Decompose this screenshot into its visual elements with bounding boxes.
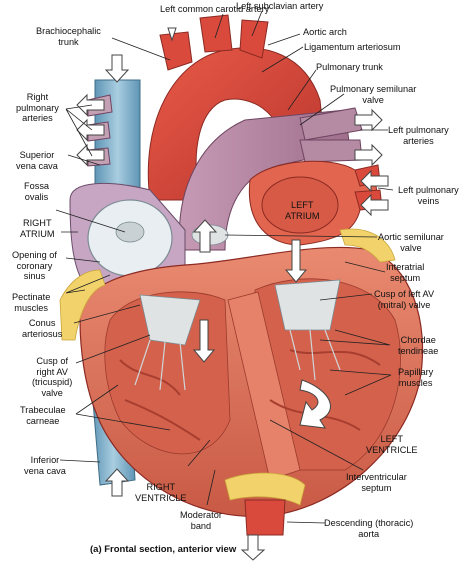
descending-aorta-shape [244, 499, 286, 536]
label-cusp-left-av: Cusp of left AV (mitral) valve [374, 289, 435, 310]
label-interatrial-septum: Interatrial septum [386, 262, 425, 283]
label-left-subclavian-artery: Left subclavian artery [236, 1, 324, 11]
label-left-pulmonary-veins: Left pulmonary veins [398, 185, 459, 206]
figure-caption: (a) Frontal section, anterior view [90, 544, 237, 555]
label-brachiocephalic-trunk: Brachiocephalic trunk [36, 26, 101, 47]
leader-lines [55, 10, 394, 524]
label-chordae-tendineae: Chordae tendineae [398, 335, 439, 356]
label-left-pulmonary-arteries: Left pulmonary arteries [388, 125, 449, 146]
label-aortic-arch: Aortic arch [303, 27, 347, 37]
label-left-ventricle: LEFT VENTRICLE [366, 434, 418, 455]
label-pulmonary-trunk: Pulmonary trunk [316, 62, 383, 72]
label-inferior-vena-cava: Inferior vena cava [24, 455, 66, 476]
label-trabeculae-carneae: Trabeculae carneae [20, 405, 66, 426]
label-cusp-right-av: Cusp of right AV (tricuspid) valve [32, 356, 73, 398]
fat-shape [59, 228, 396, 506]
label-left-common-carotid-artery: Left common carotid artery [160, 4, 270, 14]
label-aortic-semilunar-valve: Aortic semilunar valve [378, 232, 444, 253]
label-opening-coronary-sinus: Opening of coronary sinus [12, 250, 57, 281]
label-pectinate-muscles: Pectinate muscles [12, 292, 51, 313]
label-moderator-band: Moderator band [180, 510, 222, 531]
label-right-ventricle: RIGHT VENTRICLE [135, 482, 187, 503]
aortic-arch-shape [147, 14, 326, 201]
label-right-pulmonary-arteries: Right pulmonary arteries [16, 92, 59, 123]
label-fossa-ovalis: Fossa ovalis [24, 181, 50, 202]
label-descending-aorta: Descending (thoracic) aorta [324, 518, 414, 539]
label-pulmonary-semilunar-valve: Pulmonary semilunar valve [330, 84, 417, 105]
label-right-atrium: RIGHT ATRIUM [20, 218, 55, 239]
label-ligamentum-arteriosum: Ligamentum arteriosum [304, 42, 401, 52]
label-superior-vena-cava: Superior vena cava [16, 150, 58, 171]
label-conus-arteriosus: Conus arteriosus [22, 318, 63, 339]
label-left-atrium: LEFT ATRIUM [285, 200, 320, 221]
label-interventricular-septum: Interventricular septum [346, 472, 407, 493]
label-papillary-muscles: Papillary muscles [398, 367, 434, 388]
